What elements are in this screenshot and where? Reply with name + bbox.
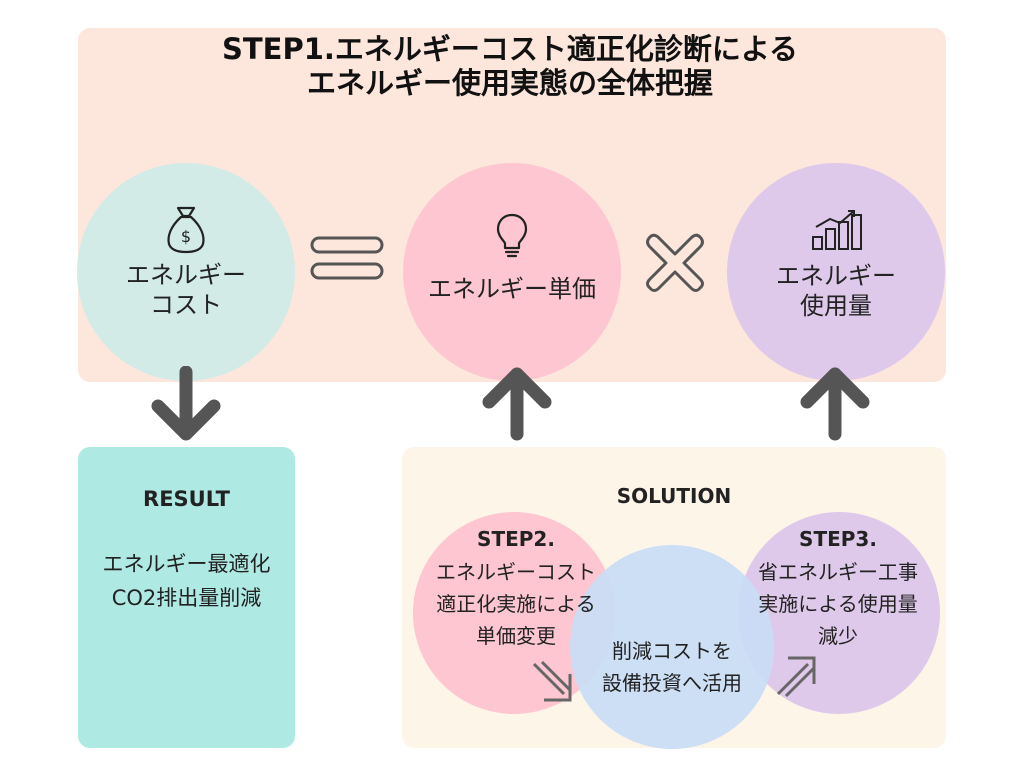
center-circle [570,545,774,749]
energy-price-circle: エネルギー単価 [403,163,621,381]
svg-text:$: $ [181,227,191,246]
step2-line1: エネルギーコスト [436,560,596,584]
step3-title: STEP3. [799,527,877,551]
step3-line2: 実施による使用量 [758,592,918,616]
energy-price-label: エネルギー単価 [428,275,596,303]
energy-usage-circle: エネルギー 使用量 [727,163,945,381]
step3-line3: 減少 [818,624,858,648]
title-line2: エネルギー使用実態の全体把握 [306,66,713,100]
energy-cost-label-2: コスト [150,291,222,319]
result-panel [78,447,295,748]
step2-line2: 適正化実施による [436,592,596,616]
energy-usage-label-2: 使用量 [800,292,872,320]
bar-chart-icon [810,209,862,251]
title-line1: STEP1.エネルギーコスト適正化診断による [221,32,799,66]
down-arrow-icon [146,365,226,450]
energy-usage-label-1: エネルギー [776,262,896,290]
step1-title: STEP1.エネルギーコスト適正化診断による エネルギー使用実態の全体把握 [120,32,900,100]
multiply-icon [645,233,705,297]
double-arrow-icon-left [530,660,574,708]
solution-title: SOLUTION [616,484,732,508]
result-line2: CO2排出量削減 [111,586,262,610]
money-bag-icon: $ [163,204,209,254]
result-title: RESULT [143,487,230,511]
lightbulb-icon [494,212,530,260]
step2-line3: 単価変更 [476,624,556,648]
energy-cost-label-1: エネルギー [126,261,246,289]
step2-title: STEP2. [477,527,555,551]
center-line2: 設備投資へ活用 [602,671,742,695]
step3-circle [738,512,940,714]
result-line1: エネルギー最適化 [102,552,271,576]
center-line1: 削減コストを [612,639,732,663]
up-arrow-icon-usage [795,362,875,446]
double-arrow-icon-right [774,654,818,702]
step3-line1: 省エネルギー工事 [758,560,918,584]
energy-cost-circle: $ エネルギー コスト [77,163,295,381]
equals-icon [310,236,384,284]
up-arrow-icon-price [477,362,557,446]
